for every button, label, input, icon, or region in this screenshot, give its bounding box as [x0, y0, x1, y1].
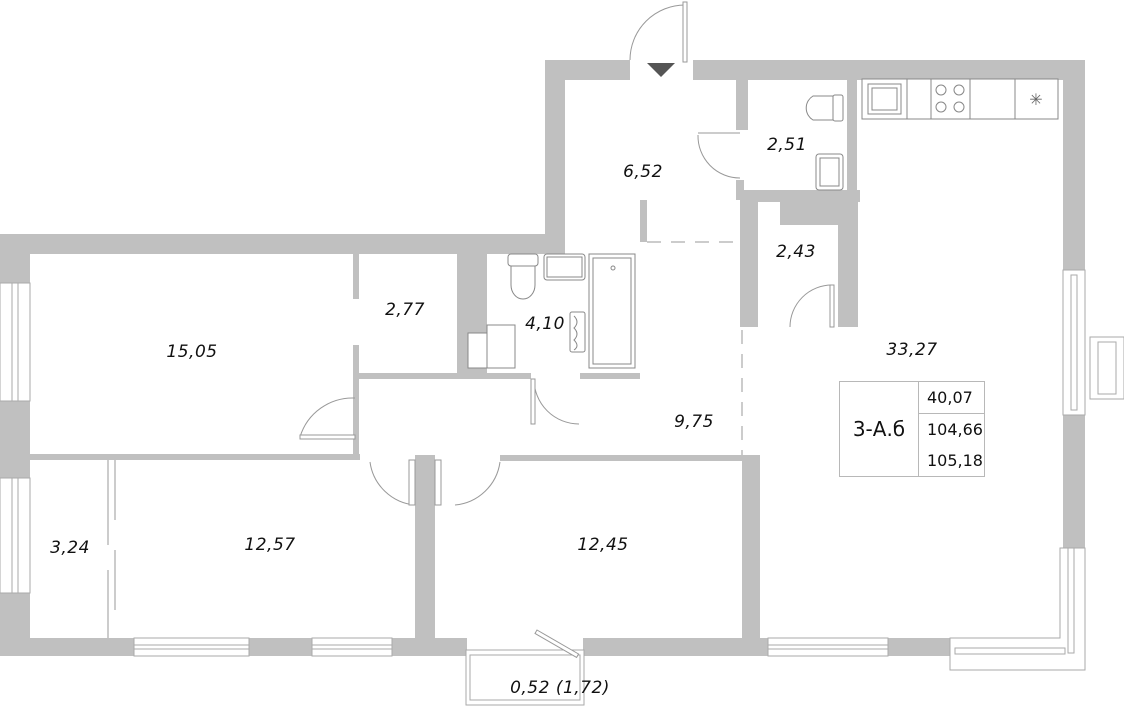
toilet-icon — [510, 264, 536, 300]
total-area-with-balcony: 105,18 — [927, 451, 983, 470]
room-area-balcony: 0,52 (1,72) — [510, 678, 610, 698]
entrance-triangle-icon — [647, 63, 675, 77]
room-area-bathroom: 4,10 — [525, 314, 565, 334]
room-area-storage: 2,43 — [776, 242, 816, 262]
zone-dividers — [647, 241, 743, 455]
sanitary-fixtures — [467, 94, 844, 369]
toilet-icon — [805, 95, 834, 121]
room-area-bedroom-3: 12,45 — [577, 535, 629, 555]
room-area-loggia: 3,24 — [50, 538, 90, 558]
windows — [0, 269, 1124, 706]
walls — [0, 60, 1085, 656]
room-area-bedroom-2: 12,57 — [244, 535, 296, 555]
washing-machine-icon — [486, 324, 516, 369]
kitchen-counter: ✳ — [861, 78, 1059, 120]
room-area-bedroom-1: 15,05 — [166, 342, 218, 362]
total-area: 104,66 — [927, 420, 983, 439]
apartment-type: 3-А.б — [840, 382, 919, 476]
room-area-wc: 2,51 — [767, 135, 807, 155]
room-area-kitchen-living: 33,27 — [886, 340, 938, 360]
doors — [107, 1, 835, 659]
room-area-wardrobe: 2,77 — [385, 300, 425, 320]
living-area: 40,07 — [919, 382, 984, 414]
room-area-corridor: 9,75 — [674, 412, 714, 432]
room-area-hall-entrance: 6,52 — [623, 162, 663, 182]
snowflake-icon: ✳ — [1029, 90, 1042, 109]
cooktop-icon — [935, 84, 947, 96]
apartment-spec-table: 3-А.б 40,07 104,66 105,18 — [839, 381, 985, 477]
towel-rail-icon — [569, 311, 586, 353]
